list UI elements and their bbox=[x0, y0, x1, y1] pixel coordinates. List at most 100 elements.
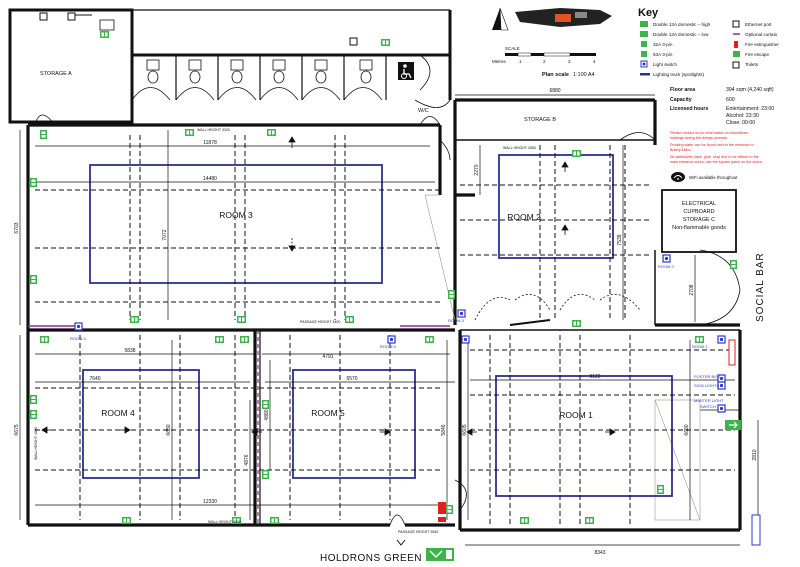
accessible-toilet-icon bbox=[398, 62, 414, 80]
ethernet-icon bbox=[732, 20, 740, 28]
dim-6680-b: 6680 bbox=[684, 424, 690, 435]
key-item-label: Lighting track (spotlights) bbox=[653, 72, 705, 77]
floor-area-value: 394 sqm (4,240 sqft) bbox=[726, 87, 774, 93]
master-light-line-2: SWITCH bbox=[700, 404, 716, 409]
socket-icon bbox=[640, 21, 648, 27]
passage-height-top: PASSAGE HEIGHT 3400 bbox=[300, 320, 340, 324]
dim-2708: 2708 bbox=[689, 284, 695, 295]
room1-track bbox=[495, 375, 673, 497]
fire-escape-icon bbox=[733, 51, 740, 57]
dim-6605: 6605 bbox=[462, 424, 468, 435]
key-item-label: 63A 3-pin bbox=[653, 52, 673, 57]
dim-7072: 7072 bbox=[162, 229, 168, 240]
key-item-label: Toilets bbox=[745, 62, 759, 67]
room2-track bbox=[498, 154, 614, 259]
electrical-line-2: CUPBOARD bbox=[683, 209, 714, 215]
info-note: main entrance doors, use the square pane… bbox=[670, 160, 763, 164]
socket-icon bbox=[381, 39, 390, 46]
dim-2270: 2270 bbox=[474, 164, 480, 175]
room3-label: ROOM 3 bbox=[219, 210, 253, 220]
wall-height-bottom: WALL HEIGHT 4000 bbox=[208, 520, 241, 524]
room2-label: ROOM 2 bbox=[507, 212, 541, 222]
dim-6675: 6675 bbox=[14, 424, 20, 435]
walls bbox=[26, 98, 742, 532]
dimension-lines bbox=[19, 94, 759, 546]
scale-bar bbox=[505, 52, 596, 57]
key-icons bbox=[640, 20, 740, 76]
room3-switch-label: ROOM 3 bbox=[448, 318, 465, 323]
toilet-block bbox=[8, 8, 452, 124]
light-switch-icon bbox=[640, 60, 648, 68]
wall-height-left: WALL HEIGHT 4000 bbox=[34, 427, 38, 460]
key-item-label: Double 13A domestic – low bbox=[653, 32, 709, 37]
scale-metres: Metres bbox=[492, 59, 507, 64]
socket-icon bbox=[100, 31, 109, 38]
key-item-label: Fire extinguisher bbox=[745, 42, 779, 47]
room2-switch-label: ROOM 2 bbox=[658, 264, 675, 269]
licensed-hours-label: Licensed hours bbox=[670, 106, 708, 112]
dim-5846: 5846 bbox=[441, 424, 447, 435]
electrical-line-4: Non-flammable goods bbox=[672, 225, 726, 231]
room1-switch-label: ROOM 1 bbox=[692, 344, 709, 349]
scale-tick-1: 1 bbox=[519, 59, 522, 64]
socket-icons bbox=[30, 129, 737, 524]
truss-dashed bbox=[35, 135, 735, 525]
fire-extinguisher-icon bbox=[734, 41, 738, 48]
poster-box bbox=[751, 514, 761, 546]
dim-6703: 6703 bbox=[14, 222, 20, 233]
dim-4876: 4876 bbox=[244, 454, 250, 465]
social-bar-label: SOCIAL BAR bbox=[755, 252, 766, 322]
floor-area-label: Floor area bbox=[670, 87, 695, 93]
info-note: Please contact us for information on tru… bbox=[670, 131, 748, 135]
storage-a-label: STORAGE A bbox=[40, 71, 72, 77]
room5-label: ROOM 5 bbox=[311, 408, 345, 418]
dim-12330: 12330 bbox=[203, 499, 217, 505]
power-63a-icon bbox=[641, 51, 647, 57]
toilets-marker bbox=[39, 12, 358, 46]
room4-track bbox=[82, 369, 200, 479]
wall-height-top: WALL HEIGHT 3320 bbox=[197, 128, 230, 132]
socket-icon bbox=[640, 31, 648, 37]
key-item-label: 32A 3-pin bbox=[653, 42, 673, 47]
dim-6880: 6880 bbox=[549, 88, 560, 94]
dim-5838: 5838 bbox=[124, 348, 135, 354]
lighting-tracks bbox=[82, 154, 673, 497]
poster-box-label: POSTER BOX bbox=[694, 374, 720, 379]
dim-2810: 2810 bbox=[752, 449, 758, 460]
room3-track bbox=[89, 164, 383, 284]
sign-lights-label: SIGN LIGHTS bbox=[694, 383, 720, 388]
fire-extinguisher-icon bbox=[438, 339, 736, 522]
licensed-hours-line: Entertainment: 23:00 bbox=[726, 106, 774, 112]
scale-tick-4: 4 bbox=[593, 59, 596, 64]
dim-7539: 7539 bbox=[617, 234, 623, 245]
entrance-arrow-icon bbox=[396, 539, 406, 546]
room4-label: ROOM 4 bbox=[101, 408, 135, 418]
dim-4791: 4791 bbox=[322, 354, 333, 360]
north-arrow-icon bbox=[492, 7, 509, 31]
info-note: loadings during the design process. bbox=[670, 136, 728, 140]
scale-label: SCALE bbox=[505, 46, 520, 51]
dim-7640: 7640 bbox=[89, 376, 100, 382]
exit-signage bbox=[426, 548, 454, 561]
licensed-hours-line: Close: 00:00 bbox=[726, 120, 755, 126]
key-item-label: Double 13A domestic – high bbox=[653, 22, 711, 27]
dim-6570: 6570 bbox=[346, 376, 357, 382]
truss-lines bbox=[424, 194, 701, 521]
room1-label: ROOM 1 bbox=[559, 410, 593, 420]
info-note: No adhesives (tape, glue, vinyl etc) to … bbox=[670, 155, 759, 159]
dim-8343: 8343 bbox=[594, 550, 605, 556]
key-item-label: Light switch bbox=[653, 62, 677, 67]
dim-11878: 11878 bbox=[203, 140, 217, 146]
capacity-value: 600 bbox=[726, 97, 735, 103]
info-note: Bobby Akihu. bbox=[670, 148, 692, 152]
direction-arrows bbox=[41, 136, 616, 436]
dim-6680-a: 6680 bbox=[166, 424, 172, 435]
doors bbox=[34, 114, 741, 526]
key-item-label: Fire escape bbox=[745, 52, 769, 57]
dim-4880: 4880 bbox=[264, 409, 270, 420]
passage-height-bottom: PASSAGE HEIGHT 3540 bbox=[398, 530, 438, 534]
room4-switch-label: ROOM 4 bbox=[70, 336, 87, 341]
wifi-icon bbox=[671, 172, 685, 182]
wc-label: W/C bbox=[418, 108, 429, 114]
